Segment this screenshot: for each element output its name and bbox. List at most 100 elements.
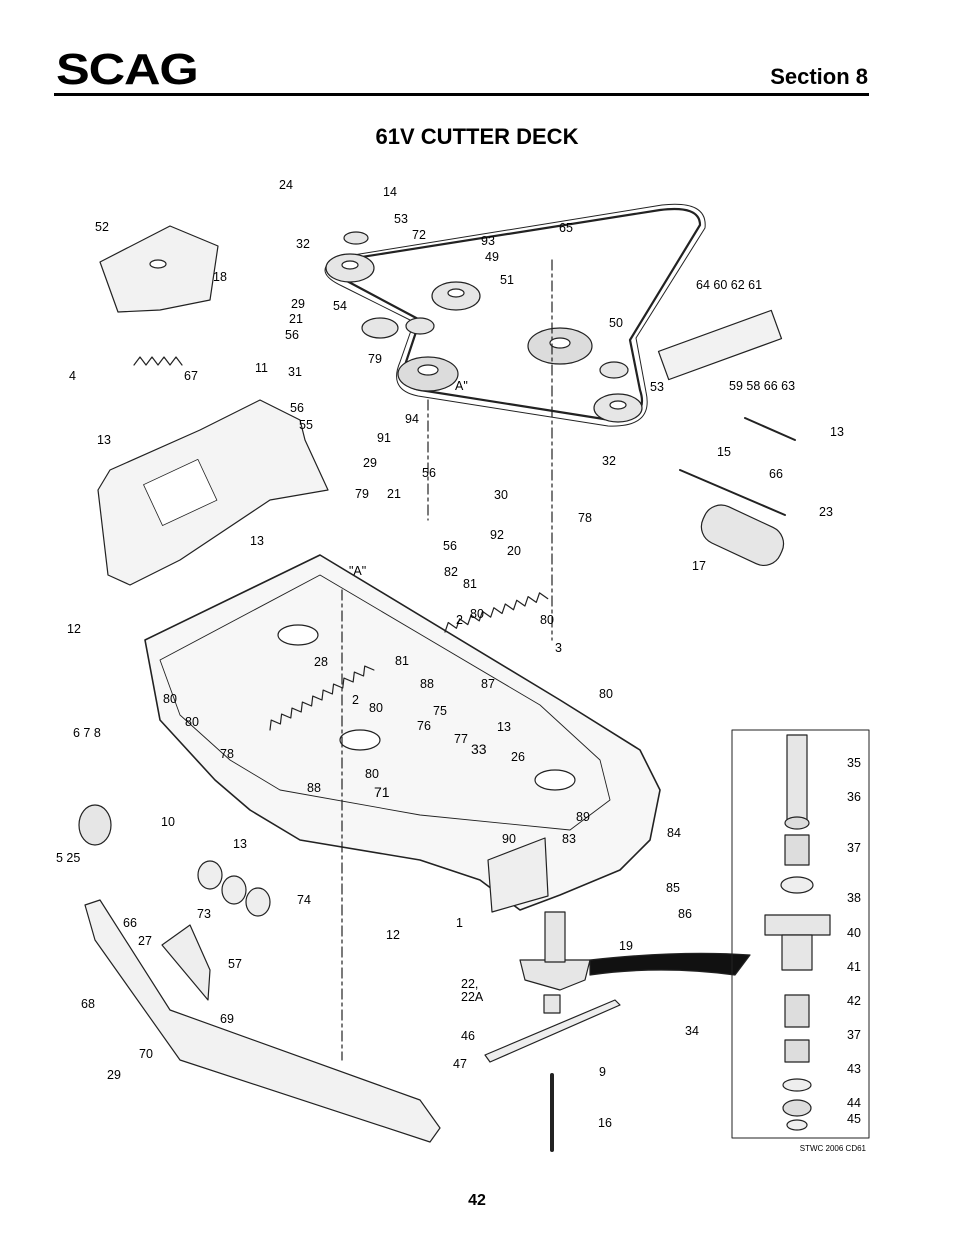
callout-label: 52 bbox=[95, 220, 109, 234]
callout-label: 40 bbox=[847, 926, 861, 940]
callout-label: 94 bbox=[405, 412, 419, 426]
callout-label: 81 bbox=[395, 654, 409, 668]
callout-label: 81 bbox=[463, 577, 477, 591]
callout-label: 13 bbox=[250, 534, 264, 548]
callout-label: 43 bbox=[847, 1062, 861, 1076]
callout-label: 89 bbox=[576, 810, 590, 824]
tension-spring bbox=[133, 356, 183, 366]
callout-label: 13 bbox=[497, 720, 511, 734]
callout-label: 42 bbox=[847, 994, 861, 1008]
registered-mark: ® bbox=[172, 80, 177, 86]
callout-label: 80 bbox=[599, 687, 613, 701]
callout-label: 65 bbox=[559, 221, 573, 235]
callout-label: 50 bbox=[609, 316, 623, 330]
callout-label: 64 60 62 61 bbox=[696, 278, 763, 292]
callout-label: 68 bbox=[81, 997, 95, 1011]
callout-label: 13 bbox=[233, 837, 247, 851]
callout-label: 80 bbox=[470, 607, 484, 621]
mower-blade bbox=[484, 999, 621, 1063]
callout-label: 70 bbox=[139, 1047, 153, 1061]
deck-spring bbox=[444, 592, 549, 633]
drive-belt bbox=[326, 207, 702, 422]
callout-label: 46 bbox=[461, 1029, 475, 1043]
callout-label: 74 bbox=[297, 893, 311, 907]
callout-label: 30 bbox=[494, 488, 508, 502]
callout-label: 54 bbox=[333, 299, 347, 313]
callout-label: 22, 22A bbox=[461, 977, 484, 1004]
anti-scalp-bracket bbox=[657, 309, 783, 381]
callout-label: 80 bbox=[365, 767, 379, 781]
callout-label: 21 bbox=[289, 312, 303, 326]
callout-label: 88 bbox=[420, 677, 434, 691]
callout-label: "A" bbox=[349, 564, 367, 578]
callout-label: 29 bbox=[107, 1068, 121, 1082]
callout-label: 41 bbox=[847, 960, 861, 974]
callout-label: 27 bbox=[138, 934, 152, 948]
callout-label: 29 bbox=[291, 297, 305, 311]
callout-label: 78 bbox=[220, 747, 234, 761]
callout-label: 32 bbox=[602, 454, 616, 468]
callout-label: 1 bbox=[456, 916, 463, 930]
callout-label: 91 bbox=[377, 431, 391, 445]
callout-label: 59 58 66 63 bbox=[729, 379, 796, 393]
deck-wheel bbox=[78, 804, 112, 846]
callout-label: 2 bbox=[352, 693, 359, 707]
callout-label: 26 bbox=[511, 750, 525, 764]
callout-label: 10 bbox=[161, 815, 175, 829]
spindle-housing bbox=[519, 959, 591, 991]
callout-label: 53 bbox=[394, 212, 408, 226]
callout-label: 67 bbox=[184, 369, 198, 383]
callout-label: 93 bbox=[481, 234, 495, 248]
callout-label: 35 bbox=[847, 756, 861, 770]
callout-label: 17 bbox=[692, 559, 706, 573]
callout-label: 21 bbox=[387, 487, 401, 501]
spindle-detail-box bbox=[731, 729, 870, 1139]
callout-label: 76 bbox=[417, 719, 431, 733]
callout-label: 69 bbox=[220, 1012, 234, 1026]
callout-label: 11 bbox=[255, 361, 268, 375]
callout-label: 49 bbox=[485, 250, 499, 264]
callout-label: 51 bbox=[500, 273, 514, 287]
callout-label: 33 bbox=[471, 741, 487, 757]
callout-label: 15 bbox=[717, 445, 731, 459]
callout-label: 36 bbox=[847, 790, 861, 804]
header-rule bbox=[54, 93, 869, 96]
callout-label: 86 bbox=[678, 907, 692, 921]
callout-label: 12 bbox=[67, 622, 81, 636]
callout-label: 9 bbox=[599, 1065, 606, 1079]
callout-label: 80 bbox=[185, 715, 199, 729]
bracket-57 bbox=[161, 924, 211, 1001]
callout-label: 34 bbox=[685, 1024, 699, 1038]
callout-label: 80 bbox=[369, 701, 383, 715]
callout-label: 18 bbox=[213, 270, 227, 284]
callout-label: 12 bbox=[386, 928, 400, 942]
callout-label: 56 bbox=[422, 466, 436, 480]
callout-label: 73 bbox=[197, 907, 211, 921]
callout-label: 72 bbox=[412, 228, 426, 242]
callout-label: 85 bbox=[666, 881, 680, 895]
callout-label: 77 bbox=[454, 732, 468, 746]
belt-cover bbox=[99, 225, 219, 313]
callout-label: 37 bbox=[847, 841, 861, 855]
callout-label: 37 bbox=[847, 1028, 861, 1042]
callout-label: 90 bbox=[502, 832, 516, 846]
callout-label: 83 bbox=[562, 832, 576, 846]
callout-label: 3 bbox=[555, 641, 562, 655]
callout-label: 14 bbox=[383, 185, 397, 199]
callout-label: 6 7 8 bbox=[73, 726, 101, 740]
callout-label: 79 bbox=[368, 352, 382, 366]
callout-label: 66 bbox=[123, 916, 137, 930]
callout-label: 20 bbox=[507, 544, 521, 558]
callout-label: 23 bbox=[819, 505, 833, 519]
page-number: 42 bbox=[468, 1192, 486, 1209]
idler-pulley bbox=[361, 317, 399, 339]
callout-label: 16 bbox=[598, 1116, 612, 1130]
callout-label: 79 bbox=[355, 487, 369, 501]
callout-label: 32 bbox=[296, 237, 310, 251]
callout-label: 92 bbox=[490, 528, 504, 542]
section-heading: Section 8 bbox=[770, 64, 868, 89]
callout-label: 78 bbox=[578, 511, 592, 525]
callout-label: 88 bbox=[307, 781, 321, 795]
roller-17 bbox=[700, 504, 785, 566]
callout-label: 56 bbox=[443, 539, 457, 553]
